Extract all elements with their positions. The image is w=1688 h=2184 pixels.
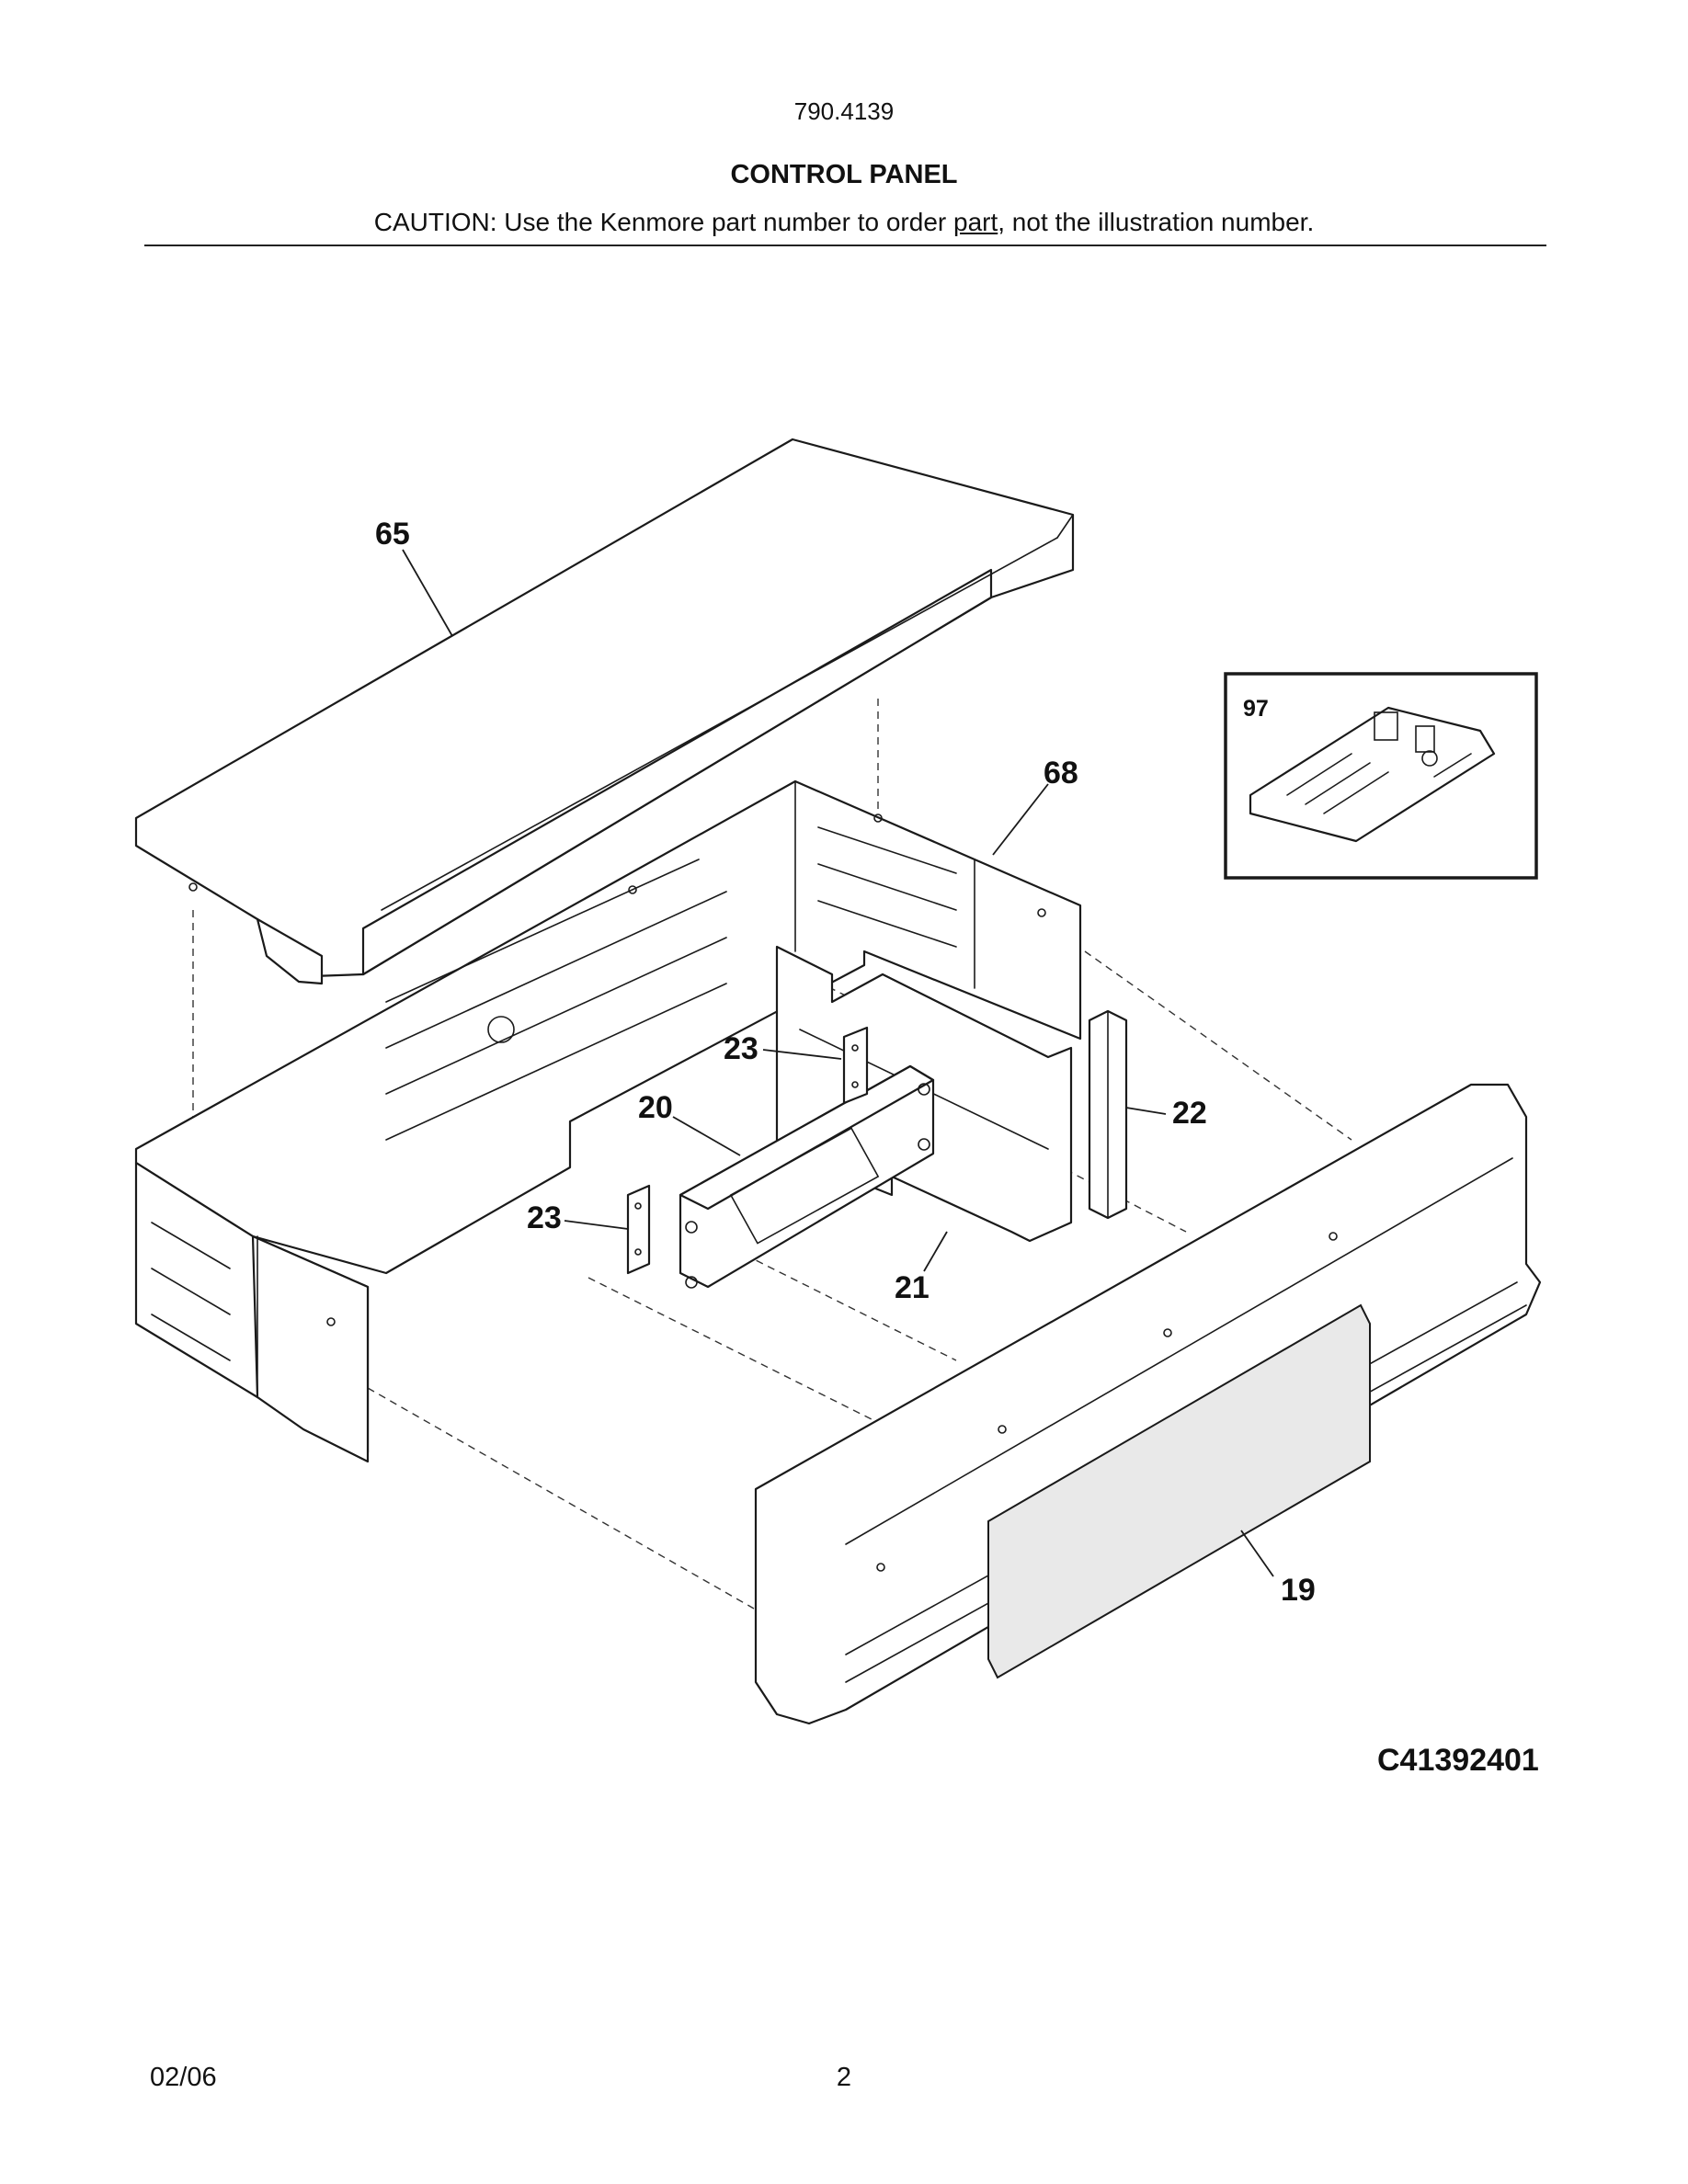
part-22-spacer [1088, 1009, 1128, 1220]
callout-20: 20 [638, 1090, 673, 1125]
callout-97: 97 [1243, 696, 1269, 722]
callout-22: 22 [1172, 1096, 1207, 1131]
part-65-top-cover [134, 438, 1075, 985]
header-rule [144, 245, 1546, 246]
caution-underlined-word: part [953, 208, 998, 236]
section-title: CONTROL PANEL [730, 160, 958, 189]
caution-suffix: , not the illustration number. [998, 208, 1315, 236]
part-23-mounting-bracket-upper [842, 1026, 869, 1105]
part-68-rear-panel [134, 779, 1082, 1463]
caution-prefix: CAUTION: Use the Kenmore part number to … [373, 208, 953, 236]
callout-68: 68 [1044, 756, 1078, 791]
callout-23-lower: 23 [527, 1200, 562, 1235]
figure-id: C41392401 [1377, 1743, 1539, 1778]
callout-65: 65 [375, 517, 410, 552]
footer-page-number: 2 [836, 2063, 852, 2092]
callout-19: 19 [1281, 1573, 1316, 1608]
part-19-front-panel [754, 1083, 1542, 1725]
model-number: 790.4139 [793, 97, 895, 125]
callout-23-upper: 23 [724, 1031, 758, 1066]
caution-note: CAUTION: Use the Kenmore part number to … [0, 208, 1688, 237]
callout-leaders [402, 549, 1274, 1577]
part-97-inset [1224, 672, 1538, 880]
footer-date: 02/06 [150, 2063, 217, 2092]
callout-21: 21 [895, 1270, 930, 1305]
part-20-control-module [679, 1064, 935, 1289]
part-23-mounting-bracket-lower [626, 1184, 651, 1275]
